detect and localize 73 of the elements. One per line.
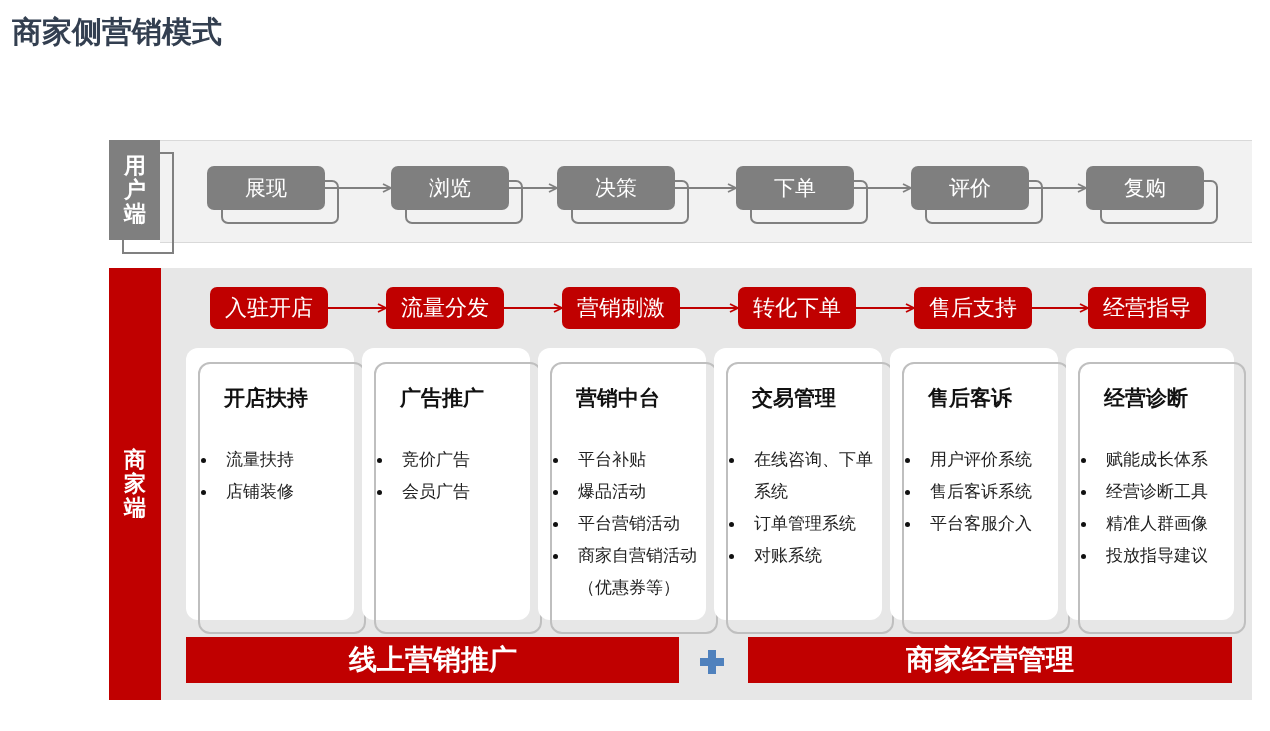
step-label: 复购 [1124,175,1166,202]
arrow [327,303,387,313]
bullet-text: 用户评价系统 [930,450,1032,469]
user-step-box [557,166,675,210]
side-label: 商家端 [124,447,146,521]
card-title: 经营诊断 [1104,385,1189,412]
step-label: 下单 [774,175,816,202]
summary-bar [748,637,1232,683]
feature-card [714,348,882,620]
card-title: 售后客诉 [928,385,1013,412]
step-label: 营销刺激 [577,294,665,322]
feature-card [538,348,706,620]
feature-card [186,348,354,620]
bullet-text: 平台补贴 [578,450,646,469]
arrow [508,183,558,193]
page-title: 商家侧营销模式 [12,13,222,51]
bullet-text: 店铺装修 [226,482,294,501]
user-step-box [736,166,854,210]
bullet-text: 平台营销活动 [578,514,680,533]
feature-card [362,348,530,620]
step-label: 经营指导 [1103,294,1191,322]
arrow [674,183,737,193]
bullet-text: 会员广告 [402,482,470,501]
feature-card [890,348,1058,620]
merchant-step-box [386,287,504,329]
bullet-text: 对账系统 [754,546,822,565]
user-step-box [391,166,509,210]
bullet-text: 平台客服介入 [930,514,1032,533]
bullet-text: 经营诊断工具 [1106,482,1208,501]
user-step-box [207,166,325,210]
card-title: 广告推广 [400,385,485,412]
bullet-text: 精准人群画像 [1106,514,1208,533]
step-label: 流量分发 [401,294,489,322]
bullet-text: 售后客诉系统 [930,482,1032,501]
bar-label: 线上营销推广 [348,642,517,678]
bullet-text: 爆品活动 [578,482,646,501]
bullet-text: 流量扶持 [226,450,294,469]
user-step-box [1086,166,1204,210]
arrow [679,303,739,313]
side-label: 用户端 [123,153,146,227]
side-label-tab [109,268,161,700]
merchant-step-box [562,287,680,329]
step-label: 展现 [245,175,287,202]
bar-label: 商家经营管理 [906,642,1074,678]
merchant-step-box [210,287,328,329]
arrow [1031,303,1089,313]
step-label: 决策 [595,175,637,202]
user-step-box [911,166,1029,210]
card-title: 开店扶持 [224,385,309,412]
step-label: 转化下单 [753,294,841,322]
step-label: 售后支持 [929,294,1017,322]
arrow [853,183,912,193]
bullet-text: 商家自营销活动（优惠券等） [578,546,697,597]
card-title: 交易管理 [752,385,837,412]
bullet-text: 竞价广告 [402,450,470,469]
bullet-text: 赋能成长体系 [1106,450,1208,469]
step-label: 评价 [949,175,991,202]
merchant-step-box [1088,287,1206,329]
step-label: 浏览 [429,175,471,202]
merchant-step-box [738,287,856,329]
arrow [324,183,392,193]
bullet-text: 投放指导建议 [1106,546,1208,565]
arrow [1028,183,1087,193]
merchant-step-box [914,287,1032,329]
bullet-text: 在线咨询、下单系统 [754,450,873,501]
side-label-tab [109,140,160,240]
arrow [855,303,915,313]
bullet-text: 订单管理系统 [754,514,856,533]
summary-bar [186,637,679,683]
card-title: 营销中台 [576,385,661,412]
feature-card [1066,348,1234,620]
step-label: 入驻开店 [225,294,313,322]
arrow [503,303,563,313]
